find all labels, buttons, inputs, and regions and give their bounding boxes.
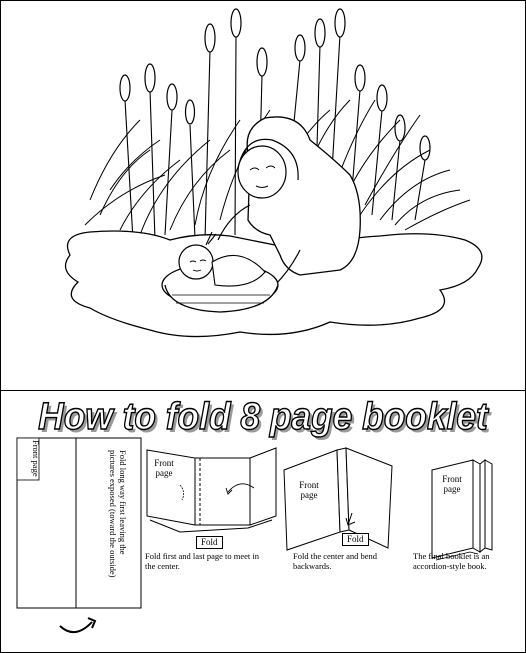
step2-panel-diagram: [146, 447, 277, 533]
step3-caption: Fold the center and bend backwards.: [293, 551, 378, 571]
step3-fold-label: Fold: [342, 533, 369, 546]
section-divider: [0, 390, 526, 391]
step1-caption: Fold long way first leaving the pictures…: [108, 450, 128, 578]
step1-page-label: Front page: [31, 440, 41, 477]
coloring-scene: [64, 8, 483, 338]
step1-sheet-diagram: [16, 437, 142, 633]
step4-page-label: Front page: [442, 474, 462, 494]
page-title: How to fold 8 page booklet: [38, 395, 489, 438]
folding-diagrams: [16, 437, 493, 633]
step4-booklet-diagram: [431, 458, 493, 561]
step2-page-label: Front page: [154, 458, 174, 478]
step3-book-diagram: [283, 447, 393, 551]
step2-fold-label: Fold: [196, 536, 223, 549]
step3-page-label: Front page: [299, 480, 319, 500]
step4-caption: The final booklet is an accordion-style …: [413, 551, 490, 571]
step2-caption: Fold first and last page to meet in the …: [145, 551, 260, 571]
